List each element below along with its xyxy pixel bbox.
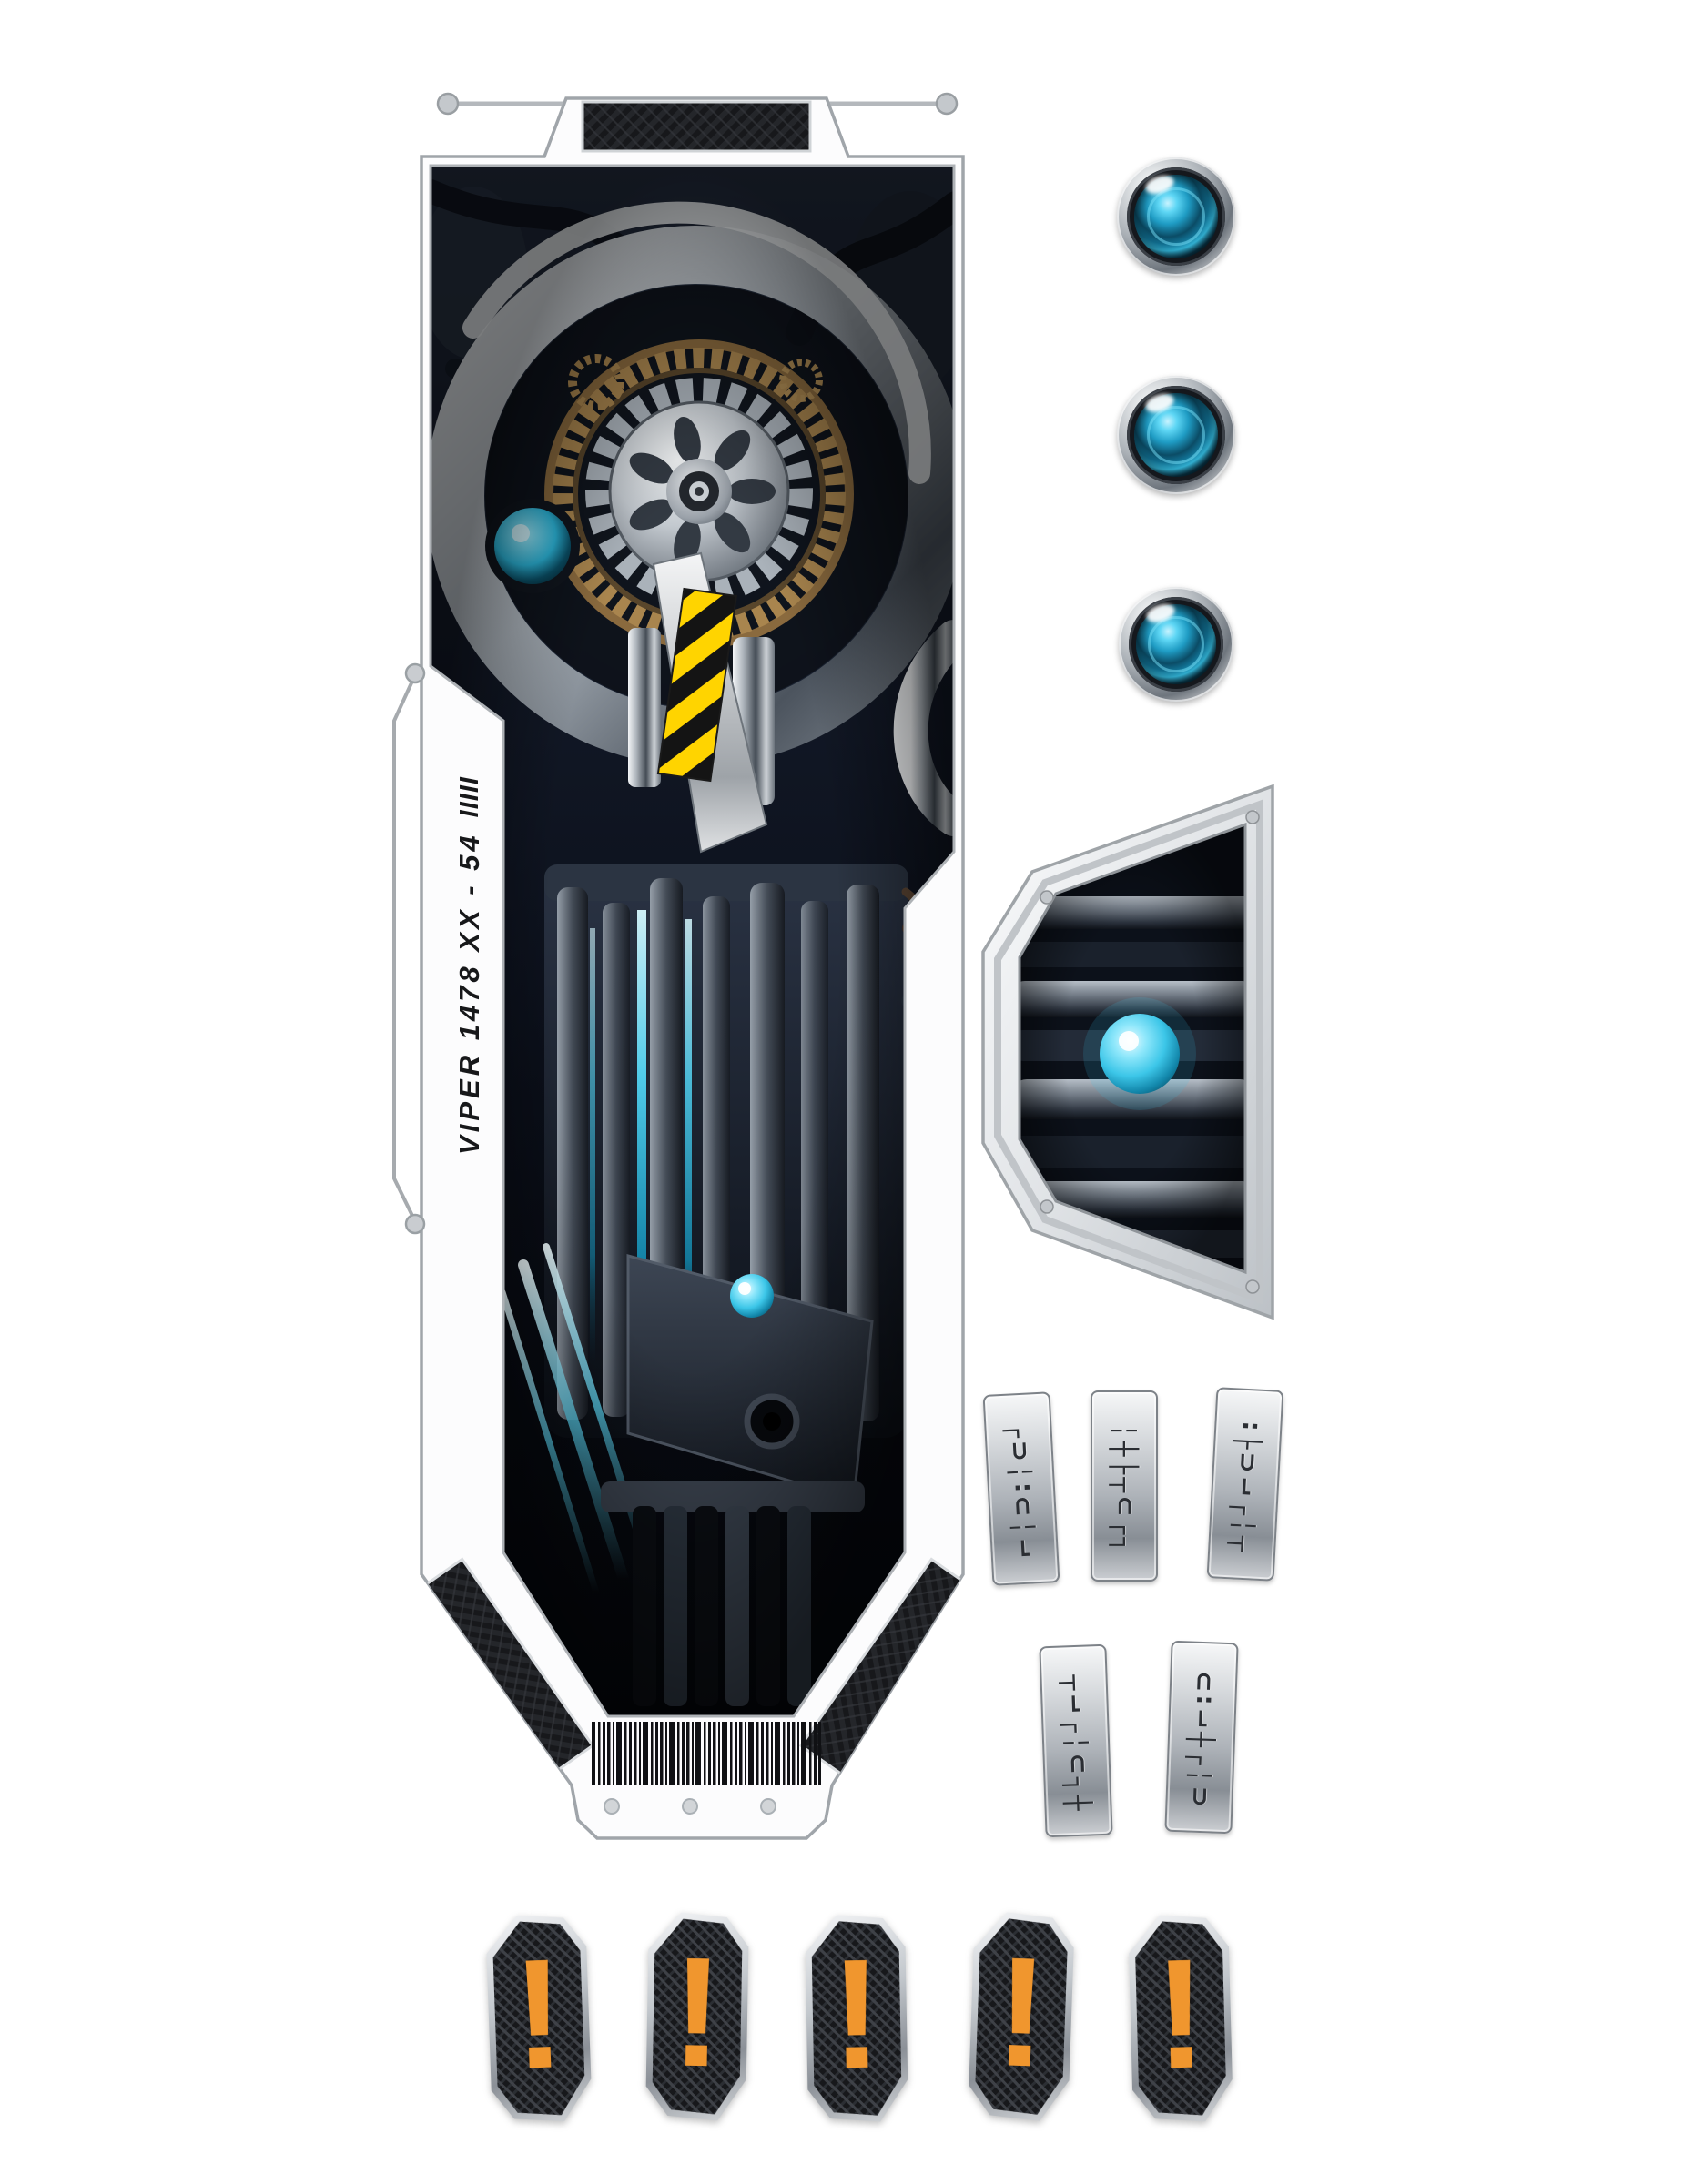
warning-badge: ! [1128, 1914, 1233, 2124]
window-outline [429, 164, 956, 1718]
glyph-plate: ┴╎┘⌐⊂┤: [1206, 1387, 1284, 1582]
barcode [592, 1722, 821, 1785]
badge-carbon: ! [652, 1918, 743, 2115]
exclamation-icon: ! [670, 1924, 725, 2100]
glyph-plate: ┼└⊃╎┘⌐┴ [1039, 1643, 1113, 1838]
side-panel-inner-band [994, 799, 1263, 1305]
side-panel-artwork [1020, 824, 1245, 1272]
top-connector-left [436, 92, 568, 116]
side-panel-sticker [981, 784, 1274, 1320]
exclamation-icon: ! [510, 1926, 568, 2102]
badge-carbon: ! [1134, 1920, 1227, 2117]
exclamation-icon: ! [1152, 1926, 1209, 2102]
tick-marks: IIIII [454, 776, 484, 818]
exclamation-icon: ! [992, 1924, 1050, 2100]
top-connector-right [825, 92, 959, 116]
glyph-text: ⌐╎⊃:╎⊂┘ [1002, 1418, 1040, 1560]
model-text: VIPER 1478 XX - 54 [453, 832, 485, 1155]
side-panel-window-outline [1018, 822, 1247, 1275]
exclamation-icon: ! [829, 1926, 884, 2102]
badge-carbon: ! [974, 1917, 1068, 2115]
warning-badge: ! [805, 1914, 908, 2123]
artwork-window [431, 166, 954, 1716]
glyph-text: ┼└⊃╎┘⌐┴ [1058, 1671, 1094, 1811]
glyph-text: ⊂╎┘┼⌐:⊃ [1183, 1666, 1220, 1808]
side-panel-screws [1040, 810, 1260, 1294]
blue-lens-sticker [1117, 157, 1235, 276]
glyph-plate: └┘⊃┴┤┼╎ [1091, 1390, 1158, 1582]
glyph-text: ┴╎┘⌐⊂┤: [1226, 1416, 1264, 1552]
glyph-text: └┘⊃┴┤┼╎ [1109, 1420, 1140, 1552]
warning-badge: ! [968, 1911, 1075, 2122]
left-callout-line [392, 662, 426, 1235]
main-panel [392, 96, 965, 1840]
glyph-plate: ⌐╎⊃:╎⊂┘ [982, 1391, 1060, 1586]
warning-badge: ! [645, 1912, 749, 2121]
warning-badge: ! [485, 1913, 593, 2124]
bottom-tab-dots [604, 1798, 776, 1815]
badge-carbon: ! [492, 1919, 585, 2117]
carbon-strip-top [581, 100, 812, 153]
badge-carbon: ! [811, 1920, 902, 2117]
panel-model-label: VIPER 1478 XX - 54 IIIII [452, 693, 487, 1239]
glyph-plate: ⊂╎┘┼⌐:⊃ [1164, 1640, 1239, 1835]
blue-lens-sticker [1117, 376, 1235, 494]
blue-lens-sticker [1119, 587, 1233, 702]
